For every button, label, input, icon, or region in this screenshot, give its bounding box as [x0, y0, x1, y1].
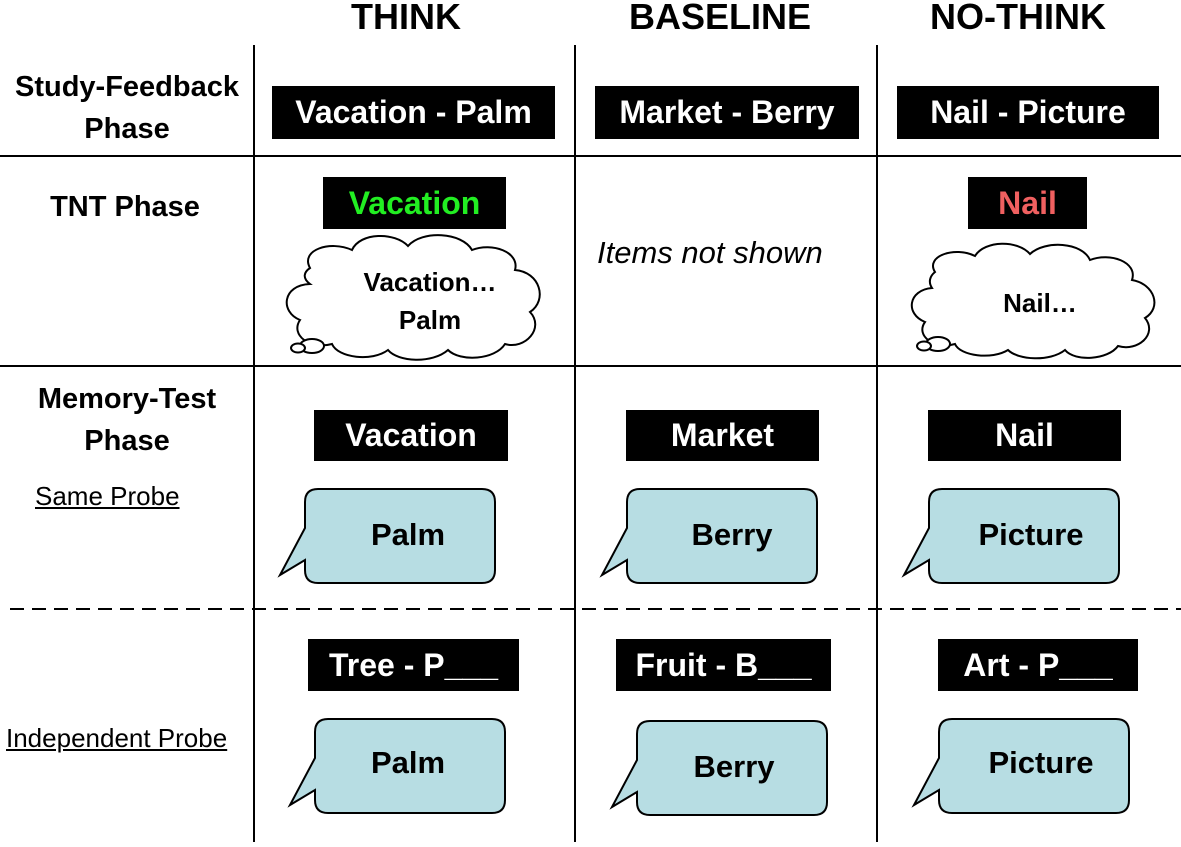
thought-text-think-line2: Palm — [398, 305, 462, 335]
column-header-baseline: BASELINE — [628, 0, 812, 37]
independent-probe-cue-nothink: Art - P___ — [938, 639, 1138, 691]
sub-label-independent-probe: Independent Probe — [6, 723, 228, 753]
row-label-tnt: TNT Phase — [50, 191, 200, 223]
row-label-study: Study-Feedback Phase — [2, 66, 252, 150]
baseline-items-not-shown: Items not shown — [597, 235, 823, 270]
column-header-nothink: NO-THINK — [930, 0, 1106, 37]
independent-probe-cue-think: Tree - P___ — [308, 639, 519, 691]
study-pair-baseline: Market - Berry — [595, 86, 859, 139]
thought-cloud-think — [285, 234, 541, 361]
tnt-cue-think: Vacation — [323, 177, 506, 229]
same-probe-answer-think: Palm — [370, 517, 446, 552]
study-pair-think: Vacation - Palm — [272, 86, 555, 139]
independent-probe-answer-think: Palm — [370, 745, 446, 780]
row-label-memory-line2: Phase — [84, 425, 170, 457]
independent-probe-answer-nothink: Picture — [988, 745, 1094, 780]
row-label-memory: Memory-Test Phase — [2, 378, 252, 462]
speech-bubble-ind-baseline — [609, 720, 828, 816]
speech-bubble-same-nothink — [901, 488, 1120, 584]
column-header-think: THINK — [351, 0, 461, 37]
speech-bubble-same-baseline — [599, 488, 818, 584]
same-probe-answer-nothink: Picture — [978, 517, 1084, 552]
same-probe-cue-think: Vacation — [314, 410, 508, 461]
thought-cloud-nothink — [910, 242, 1156, 360]
same-probe-answer-baseline: Berry — [691, 517, 773, 552]
speech-bubble-ind-think — [287, 718, 506, 814]
thought-text-nothink: Nail… — [1003, 288, 1077, 318]
tnt-cue-nothink: Nail — [968, 177, 1087, 229]
speech-bubble-ind-nothink — [911, 718, 1130, 814]
thought-text-think-line1: Vacation… — [363, 267, 497, 297]
row-label-memory-line1: Memory-Test — [37, 383, 217, 415]
same-probe-cue-baseline: Market — [626, 410, 819, 461]
study-pair-nothink: Nail - Picture — [897, 86, 1159, 139]
row-label-study-line2: Phase — [84, 113, 170, 145]
speech-bubble-same-think — [277, 488, 496, 584]
independent-probe-cue-baseline: Fruit - B___ — [616, 639, 831, 691]
thought-text-think: Vacation… Palm — [340, 263, 520, 339]
row-label-study-line1: Study-Feedback — [15, 71, 239, 103]
sub-label-same-probe: Same Probe — [35, 481, 180, 511]
same-probe-cue-nothink: Nail — [928, 410, 1121, 461]
independent-probe-answer-baseline: Berry — [693, 749, 775, 784]
